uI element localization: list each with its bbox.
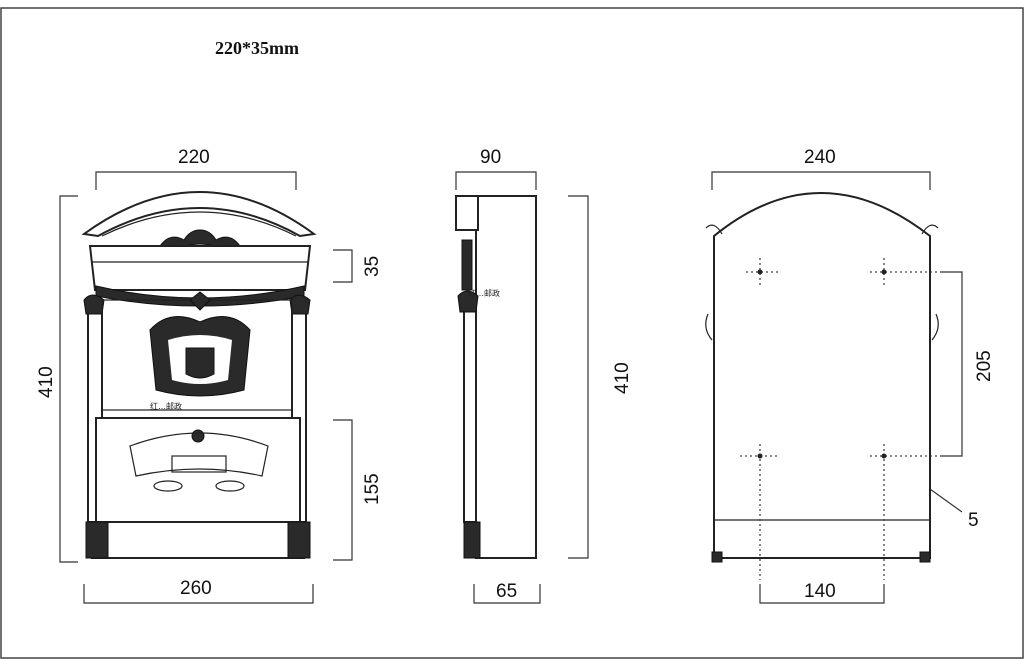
side-height-label: 410 bbox=[612, 362, 633, 394]
back-hole-horizontal-label: 140 bbox=[804, 581, 836, 602]
back-mailbox-body bbox=[705, 192, 939, 563]
front-door-label: 155 bbox=[362, 473, 383, 505]
side-brand-mark: 红…邮政 bbox=[468, 288, 500, 298]
back-mounting-holes bbox=[740, 258, 940, 580]
front-height-label: 410 bbox=[36, 366, 57, 398]
mounting-hole bbox=[757, 269, 763, 275]
front-emblem bbox=[149, 291, 251, 397]
back-view: 240 205 140 5 bbox=[705, 147, 995, 604]
front-base bbox=[91, 521, 305, 559]
front-height-dimension: 410 bbox=[36, 195, 78, 563]
front-slot-label: 35 bbox=[362, 256, 383, 277]
front-top-width-label: 220 bbox=[178, 147, 210, 168]
frame-border bbox=[0, 7, 1024, 659]
front-bottom-width-dimension: 260 bbox=[83, 578, 314, 604]
back-hole-vertical-label: 205 bbox=[974, 350, 995, 382]
side-mailbox-body: 红…邮政 bbox=[455, 195, 537, 559]
side-view: 90 410 65 红…邮政 bbox=[455, 147, 633, 604]
front-view: 220 410 35 155 260 bbox=[36, 147, 383, 604]
side-height-dimension: 410 bbox=[568, 195, 633, 559]
mounting-hole bbox=[881, 453, 887, 459]
back-width-dimension: 240 bbox=[711, 147, 931, 190]
mounting-hole bbox=[757, 453, 763, 459]
back-width-label: 240 bbox=[804, 147, 836, 168]
side-depth-bottom-label: 65 bbox=[496, 581, 517, 602]
front-door-dimension: 155 bbox=[333, 419, 383, 561]
front-top-width-dimension: 220 bbox=[95, 147, 297, 190]
side-depth-top-label: 90 bbox=[480, 147, 501, 168]
front-brand-mark: 红…邮政 bbox=[150, 401, 182, 411]
side-depth-top-dimension: 90 bbox=[455, 147, 537, 190]
front-mailbox-body: 红…邮政 bbox=[81, 191, 317, 559]
front-keyhole bbox=[191, 429, 205, 443]
mounting-hole bbox=[881, 269, 887, 275]
front-bottom-width-label: 260 bbox=[180, 578, 212, 599]
back-hole-vertical-dimension: 205 bbox=[940, 271, 995, 457]
side-depth-bottom-dimension: 65 bbox=[473, 581, 541, 604]
front-slot-dimension: 35 bbox=[333, 249, 383, 283]
back-hole-diameter-label: 5 bbox=[968, 510, 979, 531]
page-title: 220*35mm bbox=[215, 38, 299, 58]
back-hole-horizontal-dimension: 140 bbox=[759, 581, 885, 604]
